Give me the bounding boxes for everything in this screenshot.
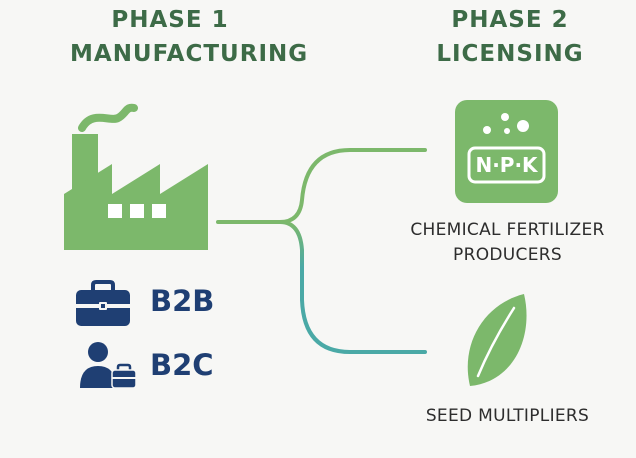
- phase-2-subtitle: LICENSING: [436, 41, 584, 67]
- npk-label: N·P·K: [475, 153, 538, 177]
- chemical-fertilizer-caption: CHEMICAL FERTILIZER PRODUCERS: [385, 218, 630, 268]
- phase-2-label: PHASE 2: [451, 7, 569, 33]
- person-with-briefcase-icon: [80, 342, 137, 389]
- connector-lower-branch: [278, 220, 427, 354]
- phase-2-heading: PHASE 2 LICENSING: [410, 3, 610, 71]
- chemical-caption-line2: PRODUCERS: [453, 245, 562, 265]
- connector-upper-branch: [278, 148, 427, 224]
- leaf-icon: [467, 294, 527, 386]
- briefcase-icon: [76, 280, 130, 326]
- b2b-label: B2B: [150, 284, 215, 318]
- phase-1-subtitle: MANUFACTURING: [70, 41, 309, 67]
- factory-icon: [64, 103, 208, 250]
- fertilizer-granules-icon: [467, 113, 546, 184]
- phase-1-label: PHASE 1: [111, 7, 229, 33]
- seed-multipliers-caption: SEED MULTIPLIERS: [390, 404, 625, 429]
- npk-fertilizer-icon: N·P·K: [455, 100, 558, 203]
- chemical-caption-line1: CHEMICAL FERTILIZER: [410, 220, 605, 240]
- b2c-label: B2C: [150, 348, 214, 382]
- seed-caption-line1: SEED MULTIPLIERS: [425, 406, 590, 426]
- phase-1-heading: PHASE 1 MANUFACTURING: [70, 3, 309, 71]
